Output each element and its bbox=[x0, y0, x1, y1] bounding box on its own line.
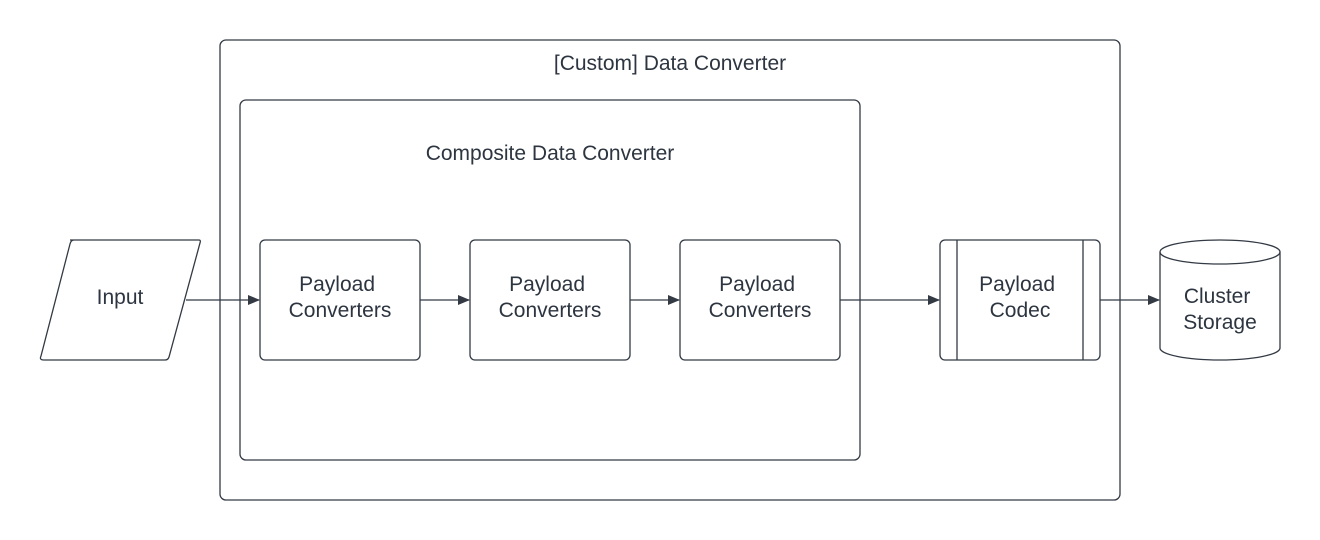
cluster-storage-line1: Cluster bbox=[1184, 285, 1251, 308]
payload-converters-node-3[interactable]: Payload Converters bbox=[679, 239, 841, 361]
cluster-storage-line2: Storage bbox=[1183, 311, 1257, 334]
input-label: Input bbox=[97, 286, 144, 309]
payload-converters-node-2[interactable]: Payload Converters bbox=[469, 239, 631, 361]
payload-converters-label: Payload Converters bbox=[709, 273, 812, 322]
payload-codec-label: Payload Codec bbox=[979, 273, 1061, 322]
payload-converters-label: Payload Converters bbox=[499, 273, 602, 322]
payload-converters-line1: Payload bbox=[509, 273, 585, 296]
composite-data-converter-title: Composite Data Converter bbox=[426, 142, 675, 165]
payload-converters-node-1[interactable]: Payload Converters bbox=[259, 239, 421, 361]
payload-codec-line1: Payload bbox=[979, 273, 1055, 296]
payload-converters-line1: Payload bbox=[299, 273, 375, 296]
cluster-storage-label: Cluster Storage bbox=[1183, 285, 1257, 334]
payload-converters-line2: Converters bbox=[289, 299, 392, 322]
payload-codec-node[interactable]: Payload Codec bbox=[939, 239, 1101, 361]
input-node[interactable]: Input bbox=[39, 239, 201, 361]
payload-converters-label: Payload Converters bbox=[289, 273, 392, 322]
payload-converters-line1: Payload bbox=[719, 273, 795, 296]
cluster-storage-node[interactable]: Cluster Storage bbox=[1159, 239, 1281, 361]
payload-codec-line2: Codec bbox=[990, 299, 1051, 322]
payload-converters-line2: Converters bbox=[709, 299, 812, 322]
custom-data-converter-title: [Custom] Data Converter bbox=[554, 52, 786, 75]
payload-converters-line2: Converters bbox=[499, 299, 602, 322]
